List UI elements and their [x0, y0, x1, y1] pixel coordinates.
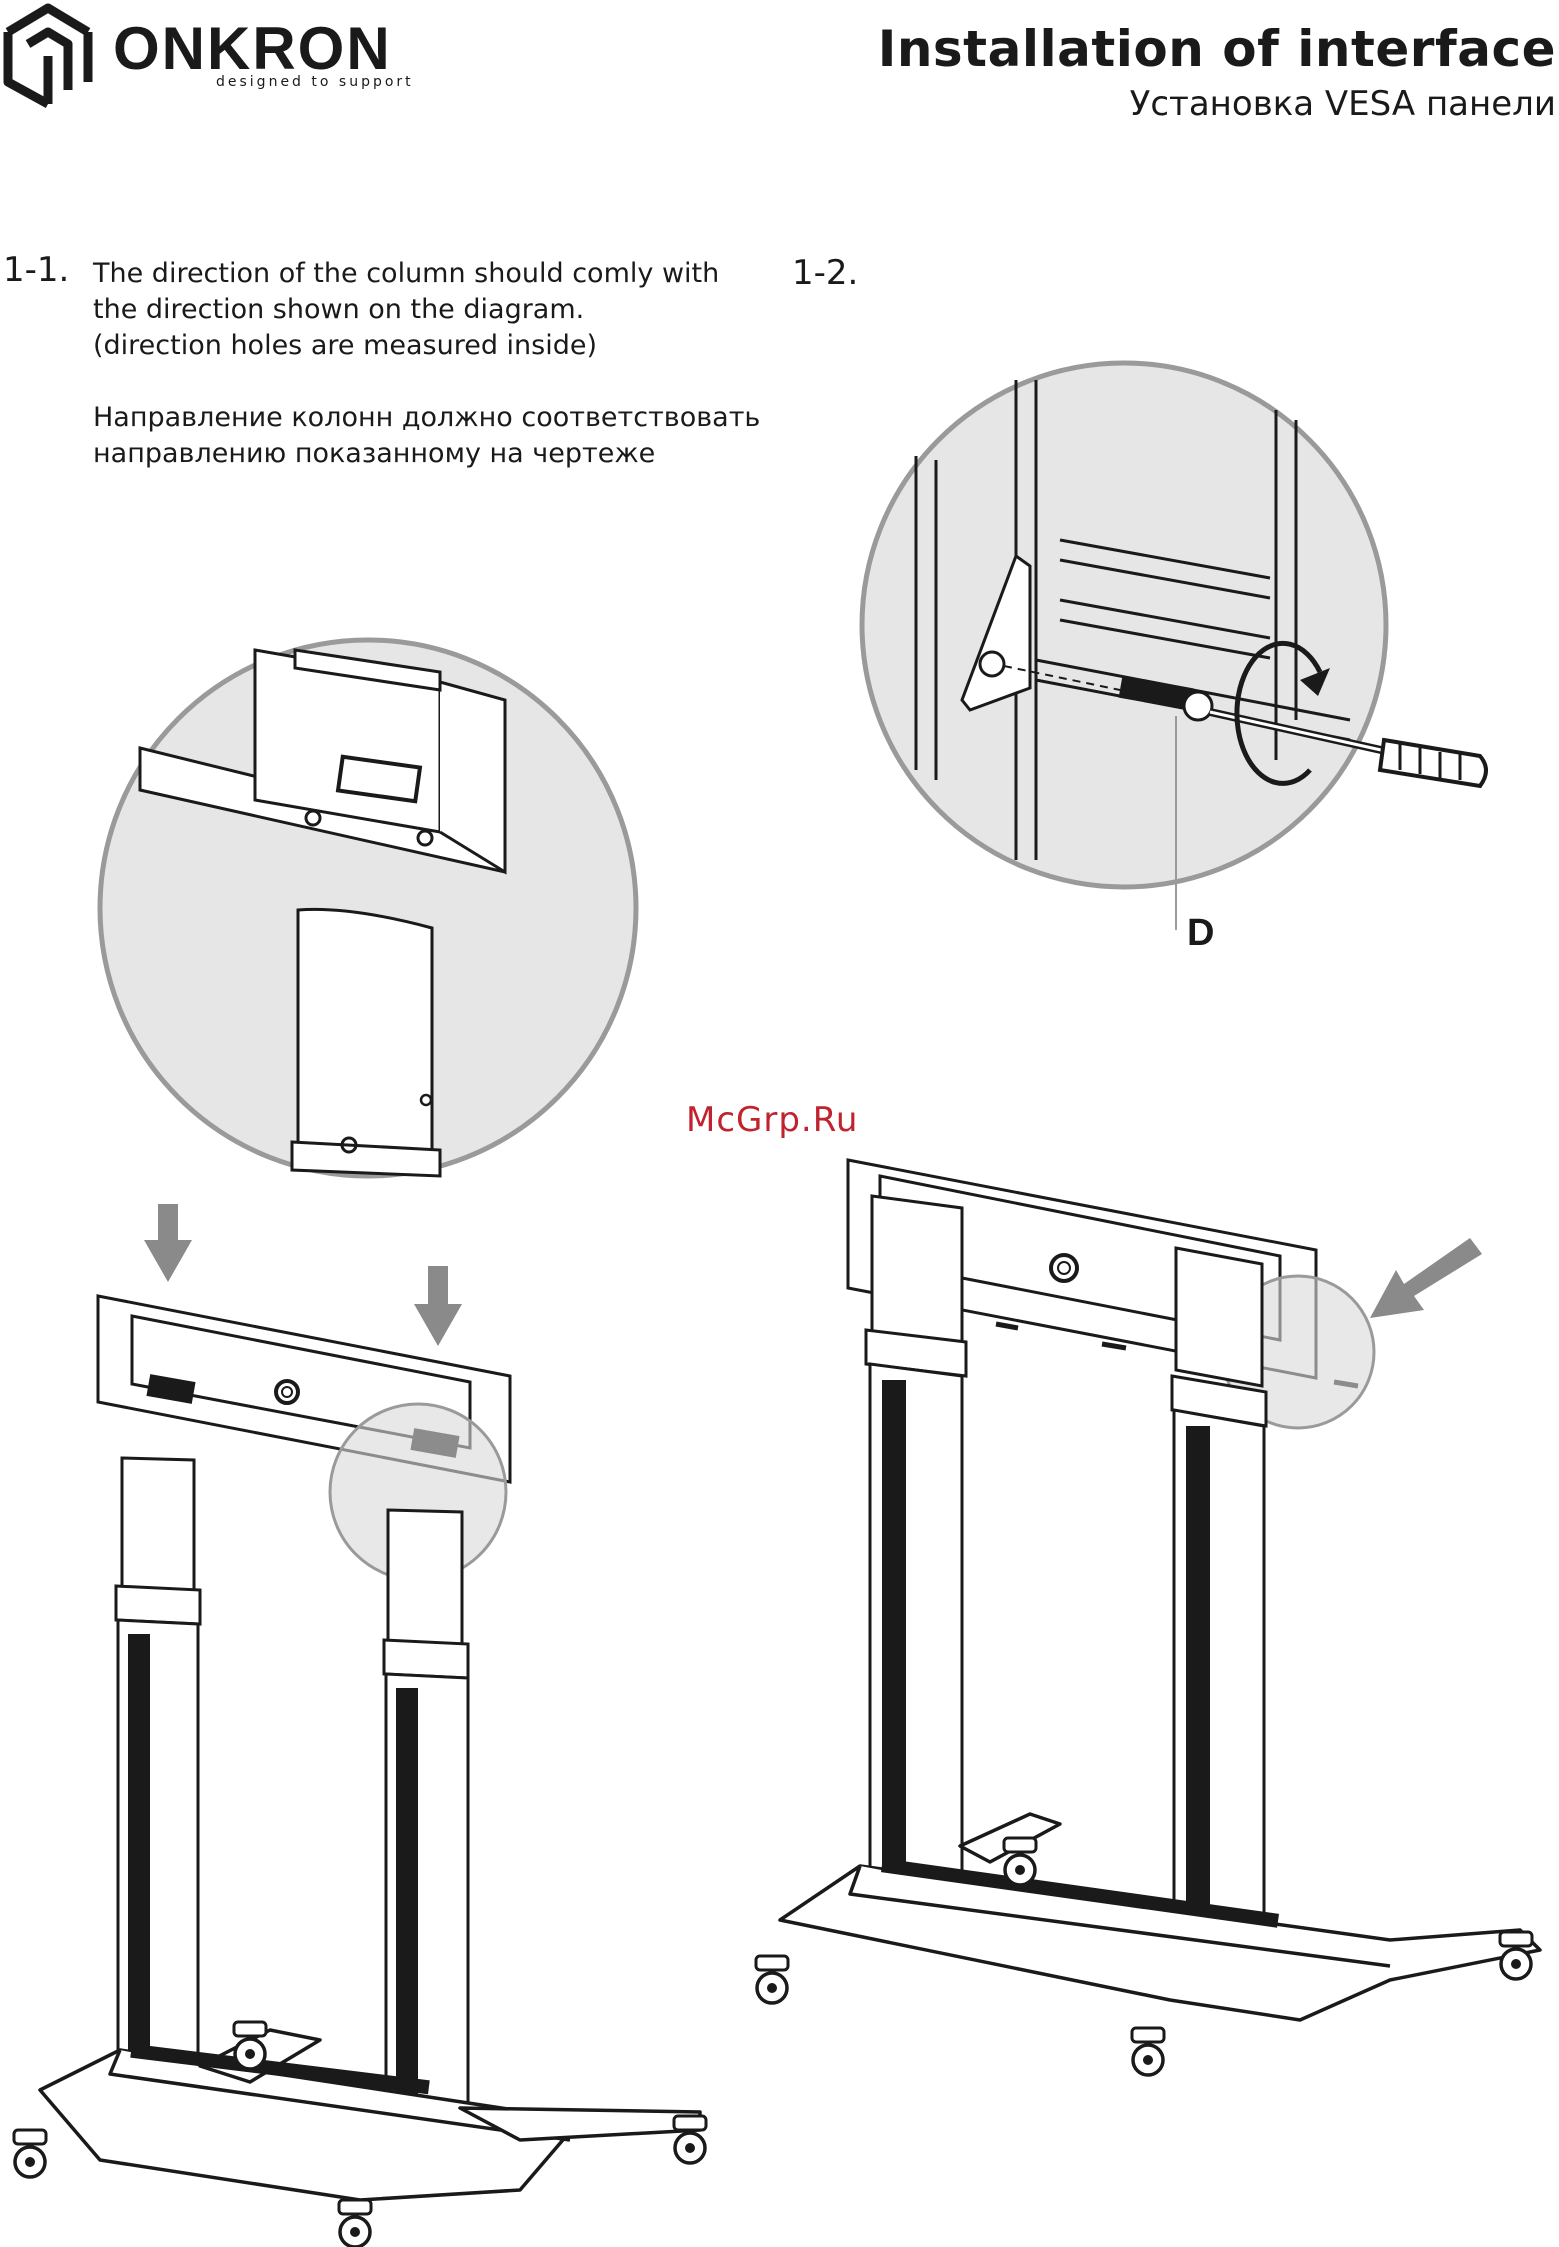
down-arrow-icon [144, 1204, 192, 1282]
callout-label-d: D [1187, 912, 1214, 955]
stand-illustration-1-2 [756, 1160, 1540, 2075]
down-arrow-icon [414, 1266, 462, 1346]
stand-illustration-1-1 [14, 1204, 706, 2247]
watermark: McGrp.Ru [686, 1100, 858, 1140]
insert-arrow-icon [1370, 1238, 1482, 1318]
detail-circle-1-2 [862, 363, 1486, 930]
detail-circle-1-1 [100, 640, 636, 1176]
